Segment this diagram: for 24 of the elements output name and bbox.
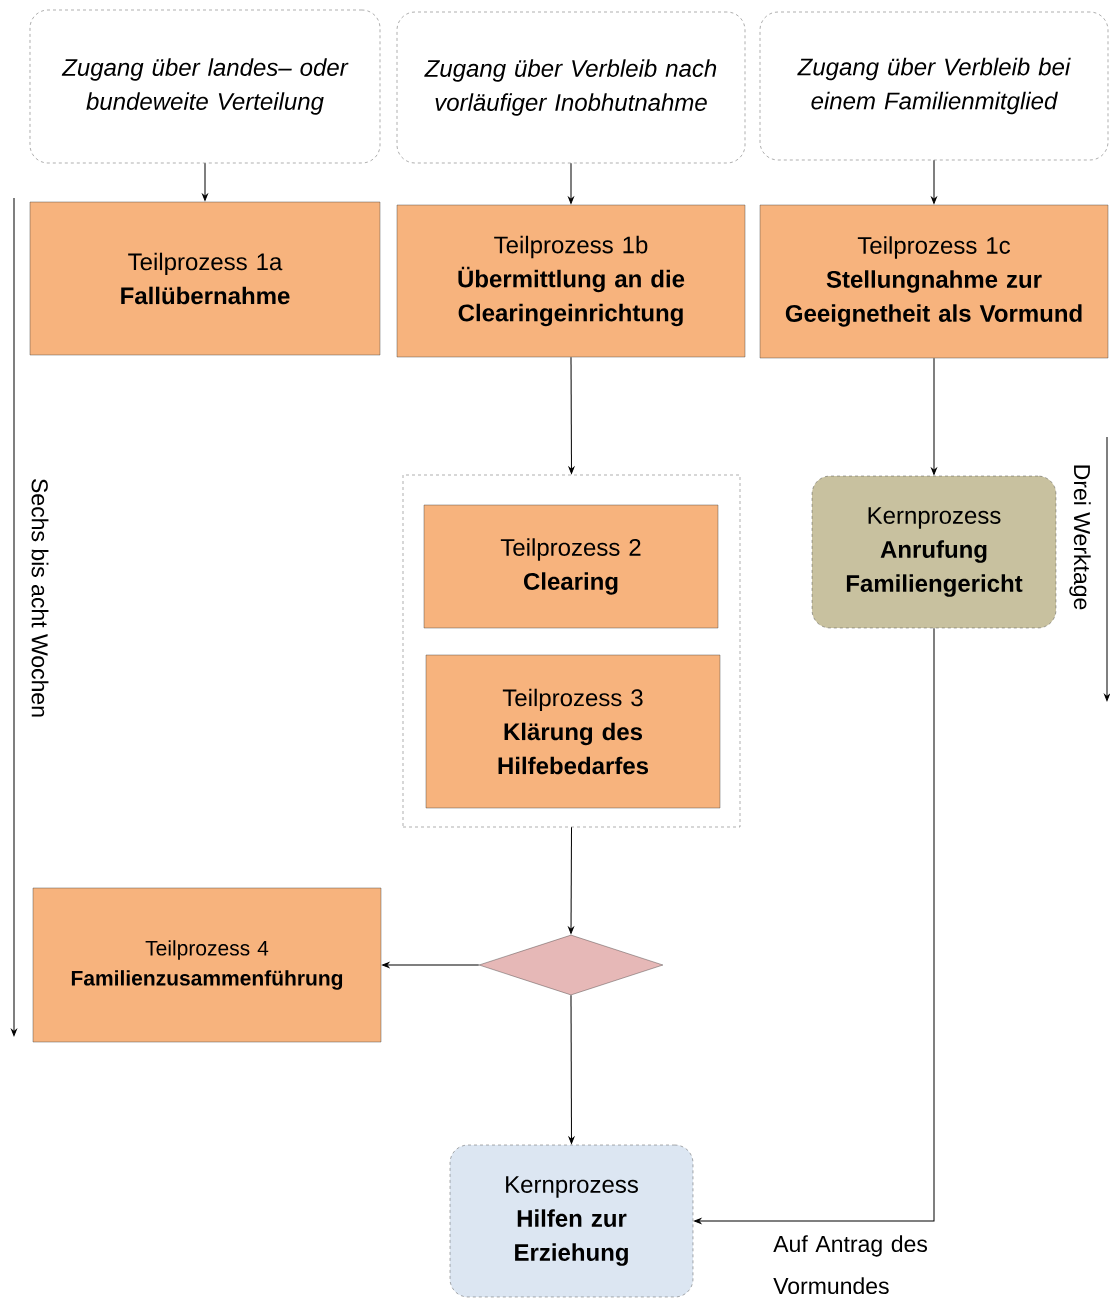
- arrow: [568, 356, 575, 474]
- core-process-box: Kernprozess Hilfen zur Erziehung: [449, 1144, 694, 1298]
- access-box: Zugang über Verbleib bei einem Familienmitglied: [759, 11, 1109, 161]
- arrow: [568, 994, 575, 1144]
- arrow: [568, 826, 574, 934]
- process-box: Teilprozess 1c Stellungnahme zur Geeignetheit als Vormund: [759, 204, 1109, 359]
- process-box: Teilprozess 4 Familienzusammenführung: [32, 887, 382, 1043]
- arrow: [382, 962, 480, 968]
- core-process-box: Kernprozess Anrufung Familiengericht: [811, 475, 1057, 629]
- duration-label: Sechs bis acht Wochen: [31, 479, 49, 717]
- process-box: Teilprozess 1a Fallübernahme: [29, 201, 381, 356]
- arrow: [931, 357, 937, 475]
- arrow: [931, 159, 937, 204]
- process-box: Teilprozess 1b Übermittlung an die Clearingeinrichtung: [396, 204, 746, 358]
- access-box: Zugang über landes– oder bundeweite Verteilung: [29, 9, 381, 164]
- edge-label: Auf Antrag des Vormundes: [773, 1235, 928, 1295]
- decision-diamond: [478, 934, 664, 996]
- group-box: [402, 474, 741, 828]
- process-box: Teilprozess 3 Klärung des Hilfebedarfes: [425, 654, 721, 809]
- process-box: Teilprozess 2 Clearing: [423, 504, 719, 629]
- access-box: Zugang über Verbleib nach vorläufiger Inobhutnahme: [396, 11, 746, 164]
- arrow: [202, 162, 208, 201]
- arrow: [694, 627, 935, 1224]
- arrow: [568, 162, 574, 204]
